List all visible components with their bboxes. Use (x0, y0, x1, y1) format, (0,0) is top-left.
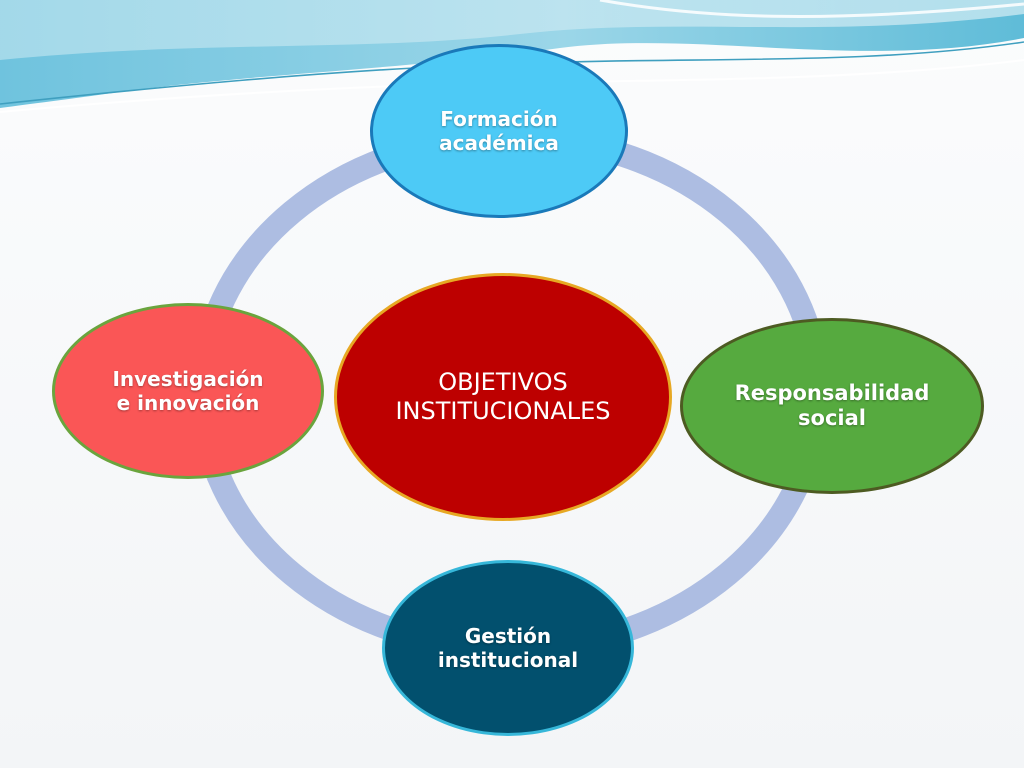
center-label: OBJETIVOS INSTITUCIONALES (395, 368, 611, 425)
node-investigacion-innovacion: Investigación e innovación (52, 303, 324, 479)
center-objetivos-institucionales: OBJETIVOS INSTITUCIONALES (334, 273, 672, 521)
node-gestion-institucional: Gestión institucional (382, 560, 634, 736)
node-responsabilidad-social-label: Responsabilidad social (734, 380, 930, 430)
node-formacion-academica-label: Formación académica (439, 107, 559, 155)
node-gestion-institucional-label: Gestión institucional (437, 624, 579, 672)
node-investigacion-innovacion-label: Investigación e innovación (112, 367, 264, 415)
node-responsabilidad-social: Responsabilidad social (680, 318, 984, 494)
node-formacion-academica: Formación académica (370, 44, 628, 218)
